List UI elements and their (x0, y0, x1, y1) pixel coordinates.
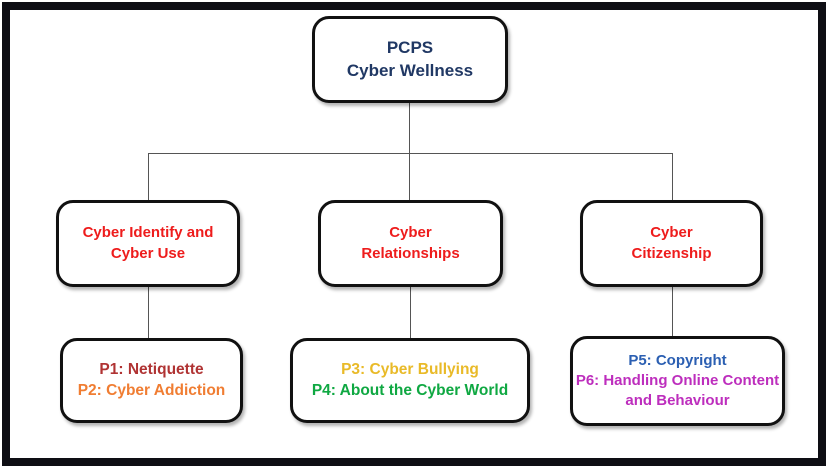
root-node-label: PCPS Cyber Wellness (346, 37, 474, 80)
connector-branch3-down (672, 153, 673, 200)
connector-horizontal (148, 153, 672, 154)
root-node-pcps-cyber-wellness: PCPS Cyber Wellness (312, 16, 508, 103)
leaf-item-p1: P1: Netiquette (99, 360, 204, 378)
leaf-node-p3-p4: P3: Cyber Bullying P4: About the Cyber W… (290, 338, 530, 423)
leaf-item-p2: P2: Cyber Addiction (77, 381, 226, 399)
branch-node-label: Cyber Relationships (361, 224, 460, 262)
connector-branch1-down (148, 153, 149, 200)
branch-node-label: Cyber Identify and Cyber Use (82, 224, 214, 262)
leaf-item-p6: P6: Handling Online Content and Behaviou… (575, 371, 780, 410)
branch-node-cyber-citizenship: Cyber Citizenship (580, 200, 763, 287)
branch-node-label: Cyber Citizenship (631, 224, 712, 262)
leaf-item-p4: P4: About the Cyber World (311, 381, 509, 399)
leaf-item-p3: P3: Cyber Bullying (341, 360, 479, 378)
connector-leaf1-down (148, 287, 149, 338)
leaf-item-p5: P5: Copyright (628, 351, 727, 369)
leaf-node-p1-p2: P1: Netiquette P2: Cyber Addiction (60, 338, 243, 423)
connector-leaf2-down (410, 287, 411, 338)
connector-branch2-down (409, 153, 410, 200)
leaf-node-p5-p6: P5: Copyright P6: Handling Online Conten… (570, 336, 785, 426)
branch-node-cyber-identity-use: Cyber Identify and Cyber Use (56, 200, 240, 287)
branch-node-cyber-relationships: Cyber Relationships (318, 200, 503, 287)
connector-root-down (409, 103, 410, 153)
connector-leaf3-down (672, 287, 673, 336)
